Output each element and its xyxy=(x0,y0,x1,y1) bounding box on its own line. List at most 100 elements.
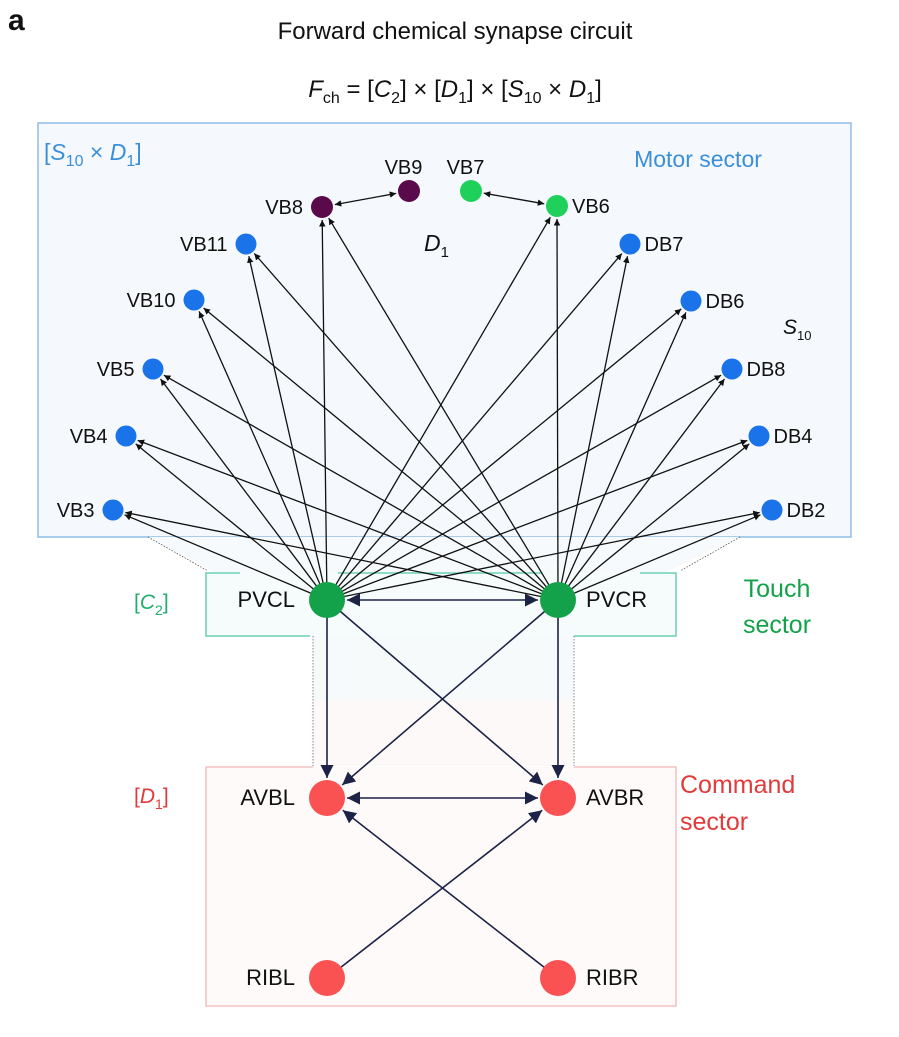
neuron-circle xyxy=(721,358,743,380)
neuron-label: AVBL xyxy=(240,785,295,810)
neuron-node-vb4: VB4 xyxy=(70,425,137,448)
neuron-circle xyxy=(102,499,124,521)
synapse-edge-pvcl-vb11 xyxy=(247,256,327,595)
neuron-node-db4: DB4 xyxy=(748,425,813,448)
synapse-edge-ribl-avbr xyxy=(330,809,543,976)
neuron-label: VB5 xyxy=(97,359,135,381)
connector-lower-tint xyxy=(313,700,573,766)
panel-label: a xyxy=(8,4,25,37)
synapse-edge-pvcl-db7 xyxy=(330,253,623,597)
synapse-edge-vb7-vb6 xyxy=(483,191,545,206)
neuron-circle xyxy=(680,290,702,312)
synapse-edge-pvcr-vb5 xyxy=(163,374,554,598)
neuron-node-vb10: VB10 xyxy=(127,289,205,312)
s10-group-label: S10 xyxy=(783,316,811,343)
synapse-edge-pvcl-vb5 xyxy=(159,378,325,597)
neuron-circle xyxy=(540,582,576,618)
synapse-edge-pvcr-db6 xyxy=(559,312,687,596)
command-sector-label-line1: Command xyxy=(680,771,795,799)
neuron-label: RIBR xyxy=(586,965,639,990)
synapse-edge-pvcr-avbl xyxy=(341,602,555,786)
neuron-circle xyxy=(546,195,568,217)
neuron-node-vb7: VB7 xyxy=(447,157,484,202)
neuron-node-pvcl: PVCL xyxy=(238,582,345,618)
neuron-node-db2: DB2 xyxy=(761,499,826,522)
neuron-node-pvcr: PVCR xyxy=(540,582,647,618)
neuron-node-ribr: RIBR xyxy=(540,960,639,996)
motor-sector-label: Motor sector xyxy=(634,146,762,172)
synapse-edge-pvcr-vb4 xyxy=(137,439,554,599)
neuron-node-vb6: VB6 xyxy=(546,195,610,218)
synapse-edge-pvcr-db7 xyxy=(558,256,630,595)
neuron-label: RIBL xyxy=(246,965,295,990)
neuron-circle xyxy=(460,180,482,202)
neuron-label: DB4 xyxy=(774,426,813,448)
neuron-label: DB8 xyxy=(747,359,786,381)
synapse-edge-pvcl-db6 xyxy=(330,308,682,598)
neuron-label: VB6 xyxy=(572,196,610,218)
d1-group-label: D1 xyxy=(424,230,449,261)
neuron-node-vb5: VB5 xyxy=(97,358,164,381)
neuron-circle xyxy=(235,233,257,255)
neuron-circle xyxy=(398,180,420,202)
synapse-edge-ribr-avbl xyxy=(342,809,555,976)
motor-bracket-label: [S10 × D1] xyxy=(44,139,142,170)
neuron-circle xyxy=(748,425,770,447)
neuron-label: AVBR xyxy=(586,785,644,810)
neuron-node-vb3: VB3 xyxy=(57,499,124,522)
touch-bracket-label: [C2] xyxy=(134,591,169,618)
synapse-edge-pvcl-vb3 xyxy=(124,514,323,599)
neuron-node-vb8: VB8 xyxy=(265,196,333,219)
neuron-circle xyxy=(142,358,164,380)
neuron-circle xyxy=(183,289,205,311)
neuron-circle xyxy=(540,780,576,816)
synapse-edge-pvcl-vb6 xyxy=(329,216,551,596)
motor-sector-box xyxy=(37,122,852,538)
neuron-label: VB4 xyxy=(70,426,108,448)
neuron-node-avbl: AVBL xyxy=(240,780,345,816)
neuron-node-db8: DB8 xyxy=(721,358,786,381)
synapse-edge-pvcl-vb10 xyxy=(198,311,326,596)
neuron-label: DB6 xyxy=(706,291,745,313)
neuron-label: VB3 xyxy=(57,500,95,522)
neuron-label: PVCR xyxy=(586,587,647,612)
synapse-edge-pvcr-vb11 xyxy=(253,252,555,597)
neuron-circle xyxy=(619,233,641,255)
neuron-label: VB11 xyxy=(180,234,227,256)
figure-title: Forward chemical synapse circuit xyxy=(278,18,633,45)
command-sector-label-line2: sector xyxy=(680,808,748,836)
touch-sector-box-border xyxy=(205,572,677,637)
neuron-label: VB10 xyxy=(127,290,176,312)
touch-sector-label-line1: Touch xyxy=(744,575,811,603)
neuron-label: PVCL xyxy=(238,587,295,612)
formula: Fch = [C2] × [D1] × [S10 × D1] xyxy=(308,76,602,107)
synapse-edge-pvcl-vb4 xyxy=(135,443,324,598)
neuron-node-avbr: AVBR xyxy=(540,780,644,816)
synapse-edge-pvcr-db8 xyxy=(560,378,726,597)
neuron-node-db7: DB7 xyxy=(619,233,683,256)
synapse-edge-pvcr-db2 xyxy=(562,514,761,599)
command-sector-box-border xyxy=(205,766,677,1007)
neuron-circle xyxy=(309,780,345,816)
neuron-circle xyxy=(309,960,345,996)
synapse-edge-vb8-vb9 xyxy=(334,191,397,207)
synapse-edge-pvcl-avbr xyxy=(330,602,544,786)
neuron-node-vb9: VB9 xyxy=(385,157,423,202)
neuron-circle xyxy=(309,582,345,618)
synapse-edge-pvcr-vb3 xyxy=(125,510,553,600)
synapse-edge-pvcr-db4 xyxy=(561,443,750,598)
neuron-circle xyxy=(761,499,783,521)
command-bracket-label: [D1] xyxy=(134,785,169,812)
synapse-edge-pvcl-db2 xyxy=(332,510,760,600)
touch-sector-label-line2: sector xyxy=(743,611,811,639)
neuron-label: VB8 xyxy=(265,197,303,219)
neuron-label: VB9 xyxy=(385,157,423,179)
neuron-circle xyxy=(311,196,333,218)
neuron-label: DB2 xyxy=(787,500,826,522)
connector-dotted-left xyxy=(147,536,209,572)
neuron-node-vb11: VB11 xyxy=(180,233,257,256)
neuron-node-db6: DB6 xyxy=(680,290,745,313)
neuron-circle xyxy=(115,425,137,447)
connector-dotted-right xyxy=(679,536,741,572)
